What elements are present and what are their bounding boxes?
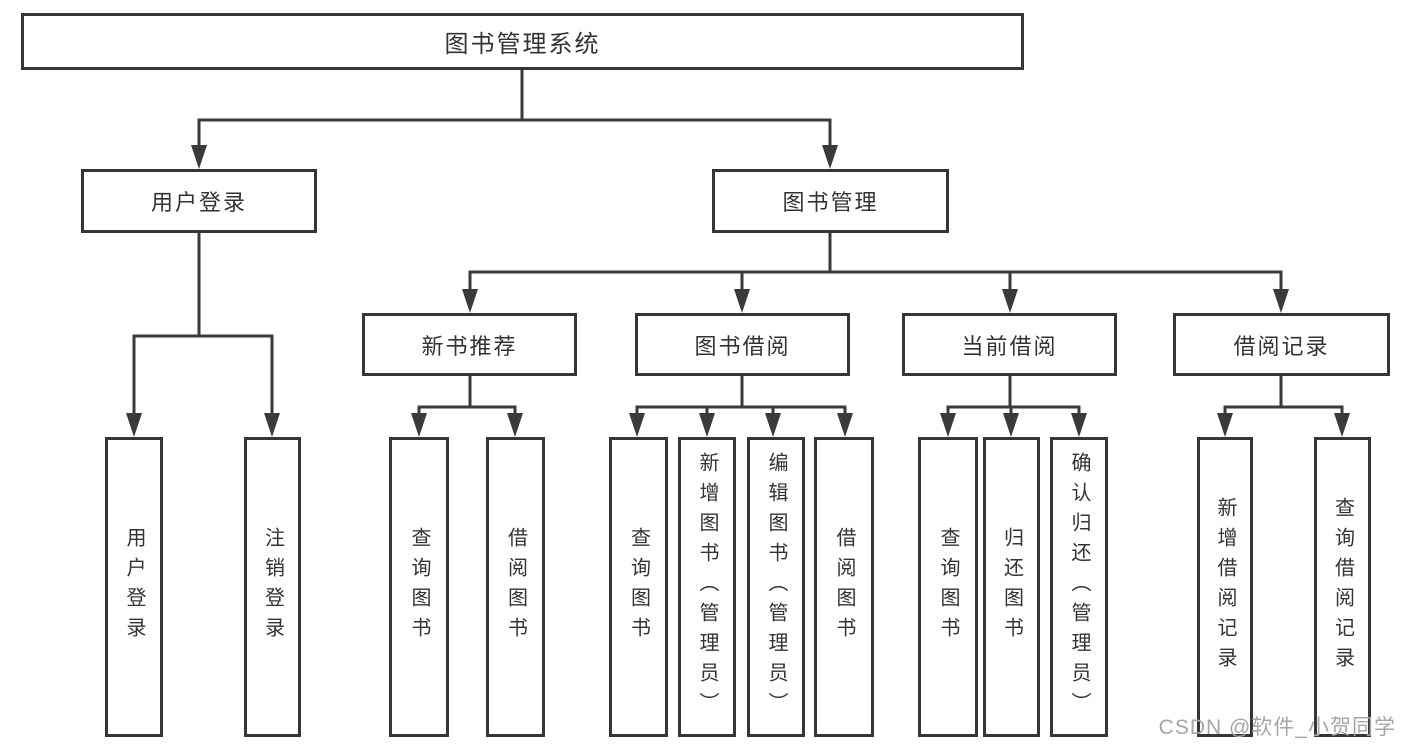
node-label: 查询图书 (627, 527, 650, 647)
arrow-icon (462, 289, 478, 313)
node-label: 图书借阅 (694, 333, 791, 359)
node-label: 注销登录 (261, 527, 284, 647)
node-label: 归还图书 (1000, 527, 1023, 647)
leaf-query-books-recommend: 查询图书 (389, 437, 449, 737)
leaf-add-book-admin: 新增图书（管理员） (678, 437, 736, 737)
leaf-borrow-books-recommend: 借阅图书 (486, 437, 545, 737)
arrow-icon (264, 413, 280, 437)
node-current-borrowing: 当前借阅 (902, 313, 1117, 376)
leaf-borrow-books-borrowing: 借阅图书 (814, 437, 874, 737)
arrow-icon (940, 413, 956, 437)
arrow-icon (629, 413, 645, 437)
leaf-confirm-return-admin: 确认归还（管理员） (1050, 437, 1108, 737)
arrowheads (126, 145, 1350, 437)
node-book-management: 图书管理 (712, 169, 949, 233)
node-label: 确认归还（管理员） (1068, 452, 1090, 722)
leaf-query-books-current: 查询图书 (918, 437, 978, 737)
connector-leaf-branches (417, 376, 1344, 420)
node-label: 查询图书 (937, 527, 959, 647)
node-label: 借阅记录 (1233, 333, 1330, 359)
node-label: 新增借阅记录 (1214, 497, 1236, 677)
arrow-icon (822, 145, 838, 169)
leaf-query-books-borrowing: 查询图书 (609, 437, 668, 737)
connector-root-branch (197, 70, 832, 151)
leaf-return-books: 归还图书 (983, 437, 1040, 737)
arrow-icon (411, 413, 427, 437)
csdn-watermark: CSDN @软件_小贺同学 (1158, 716, 1396, 739)
node-label: 新书推荐 (421, 333, 518, 359)
node-label: 借阅图书 (833, 527, 855, 647)
arrow-icon (837, 413, 853, 437)
leaf-user-login: 用户登录 (105, 437, 163, 737)
leaf-query-borrow-record: 查询借阅记录 (1314, 437, 1371, 737)
node-borrowing-records: 借阅记录 (1173, 313, 1390, 376)
connector-login-branch (132, 233, 274, 419)
node-new-book-recommend: 新书推荐 (362, 313, 577, 376)
node-label: 查询借阅记录 (1331, 497, 1354, 677)
arrow-icon (1334, 413, 1350, 437)
node-label: 借阅图书 (504, 527, 527, 647)
node-book-borrowing: 图书借阅 (635, 313, 850, 376)
node-label: 当前借阅 (961, 333, 1058, 359)
node-label: 用户登录 (150, 190, 247, 215)
node-user-login: 用户登录 (81, 169, 317, 233)
arrow-icon (1273, 289, 1289, 313)
node-label: 图书管理系统 (444, 31, 601, 58)
arrow-icon (1071, 413, 1087, 437)
node-label: 查询图书 (408, 527, 430, 647)
arrow-icon (191, 145, 207, 169)
leaf-edit-book-admin: 编辑图书（管理员） (747, 437, 805, 737)
arrow-icon (1217, 413, 1233, 437)
arrow-icon (734, 289, 750, 313)
arrow-icon (765, 413, 781, 437)
leaf-logout: 注销登录 (244, 437, 301, 737)
node-label: 新增图书（管理员） (696, 452, 718, 722)
node-label: 用户登录 (123, 527, 145, 647)
connector-management-branch (468, 233, 1283, 294)
arrow-icon (507, 413, 523, 437)
node-label: 编辑图书（管理员） (765, 452, 787, 722)
node-library-system: 图书管理系统 (21, 13, 1024, 70)
arrow-icon (1003, 413, 1019, 437)
arrow-icon (126, 413, 142, 437)
leaf-add-borrow-record: 新增借阅记录 (1197, 437, 1253, 737)
arrow-icon (699, 413, 715, 437)
arrow-icon (1002, 289, 1018, 313)
node-label: 图书管理 (782, 190, 879, 215)
